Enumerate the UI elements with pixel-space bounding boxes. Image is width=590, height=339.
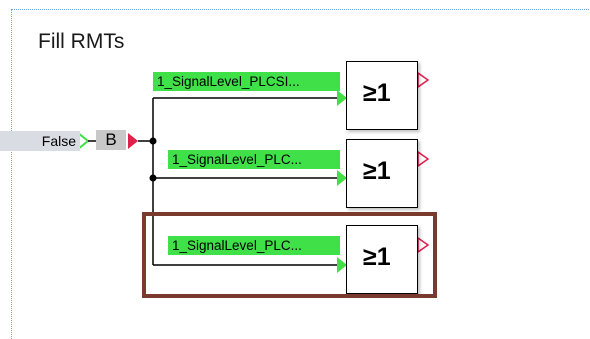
signal-label-3[interactable]: 1_SignalLevel_PLC... [168, 236, 340, 255]
or-gate-symbol: ≥1 [363, 157, 391, 185]
gate-input-arrow-icon [337, 170, 347, 186]
output-arrow-icon [128, 133, 138, 149]
input-value-false: False [0, 131, 80, 151]
gate-output-arrow-icon [417, 71, 430, 89]
network-area [11, 9, 590, 339]
or-gate-symbol: ≥1 [363, 243, 391, 271]
gate-output-arrow-icon [417, 150, 430, 168]
or-gate-symbol: ≥1 [363, 79, 391, 107]
input-variable-block[interactable]: B [96, 130, 126, 150]
gate-output-arrow-icon [417, 236, 430, 254]
signal-label-2[interactable]: 1_SignalLevel_PLC... [168, 150, 340, 169]
network-title: Fill RMTs [38, 30, 125, 53]
or-gate-1[interactable]: ≥1 [346, 61, 418, 130]
gate-input-arrow-icon [337, 90, 347, 106]
or-gate-3[interactable]: ≥1 [346, 225, 418, 294]
or-gate-2[interactable]: ≥1 [346, 139, 418, 208]
highlight-box [142, 212, 437, 298]
gate-input-arrow-icon [337, 257, 347, 273]
wiring [77, 71, 430, 273]
signal-label-1[interactable]: 1_SignalLevel_PLCSI... [153, 72, 340, 91]
